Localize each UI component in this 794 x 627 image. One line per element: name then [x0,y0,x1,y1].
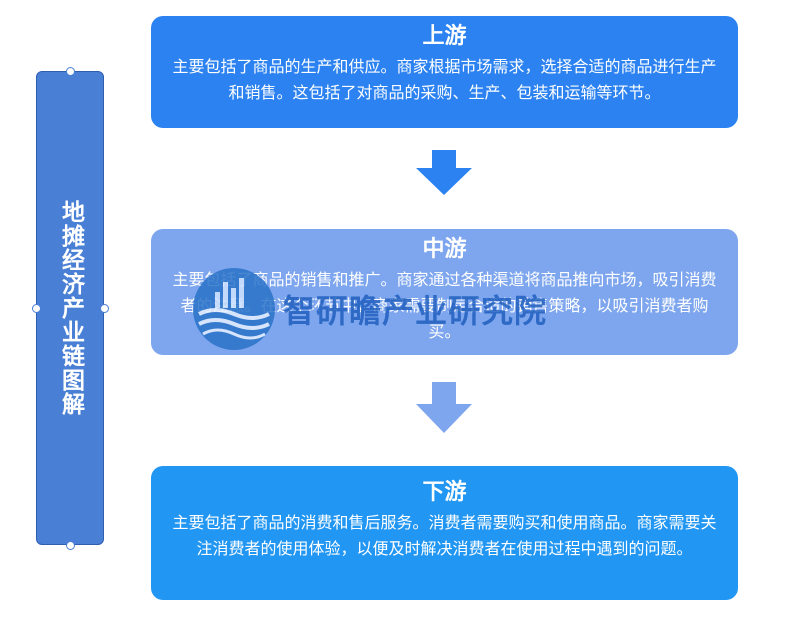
downstream-desc: 主要包括了商品的消费和售后服务。消费者需要购买和使用商品。商家需要关注消费者的使… [172,513,717,558]
midstream-title: 中游 [422,237,467,262]
midstream-desc: 主要包括了商品的销售和推广。商家通过各种渠道将商品推向市场，吸引消费者的注意。在… [172,270,717,341]
side-label-text: 地摊经济产业链图解 [57,200,84,416]
downstream-title: 下游 [422,480,467,505]
upstream-title: 上游 [422,24,467,49]
down-arrow-1 [416,150,472,195]
downstream-box: 下游 主要包括了商品的消费和售后服务。消费者需要购买和使用商品。商家需要关注消费… [151,466,738,600]
side-label-box: 地摊经济产业链图解 [36,71,104,545]
selection-handle-left [32,304,41,313]
down-arrow-2 [416,382,472,433]
selection-handle-top [66,67,75,76]
upstream-desc: 主要包括了商品的生产和供应。商家根据市场需求，选择合适的商品进行生产和销售。这包… [172,57,717,102]
selection-handle-bottom [66,541,75,550]
midstream-box: 中游 主要包括了商品的销售和推广。商家通过各种渠道将商品推向市场，吸引消费者的注… [151,229,738,355]
upstream-box: 上游 主要包括了商品的生产和供应。商家根据市场需求，选择合适的商品进行生产和销售… [151,16,738,128]
selection-handle-right [100,304,109,313]
